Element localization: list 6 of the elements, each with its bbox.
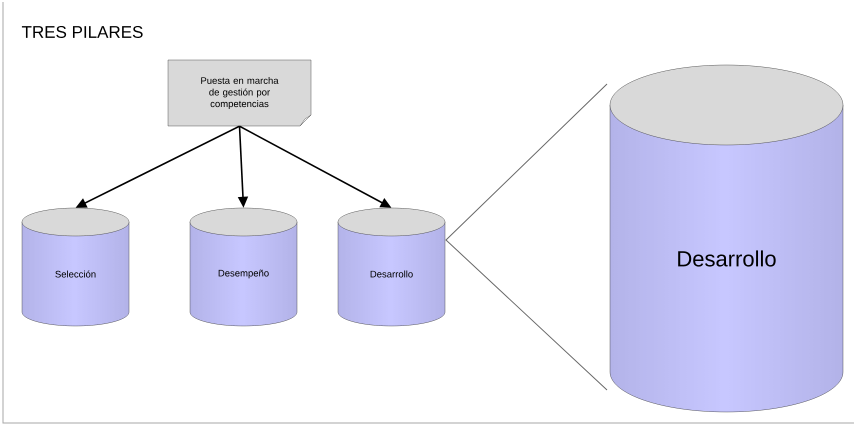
note-box: Puesta en marcha de gestión por competencias [168, 60, 312, 126]
cylinder: Desarrollo [338, 208, 446, 326]
cylinder: Desempeño [190, 208, 298, 326]
cylinder: Desarrollo [610, 64, 844, 412]
title: TRES PILARES [22, 26, 143, 38]
cylinder: Selección [22, 208, 130, 326]
